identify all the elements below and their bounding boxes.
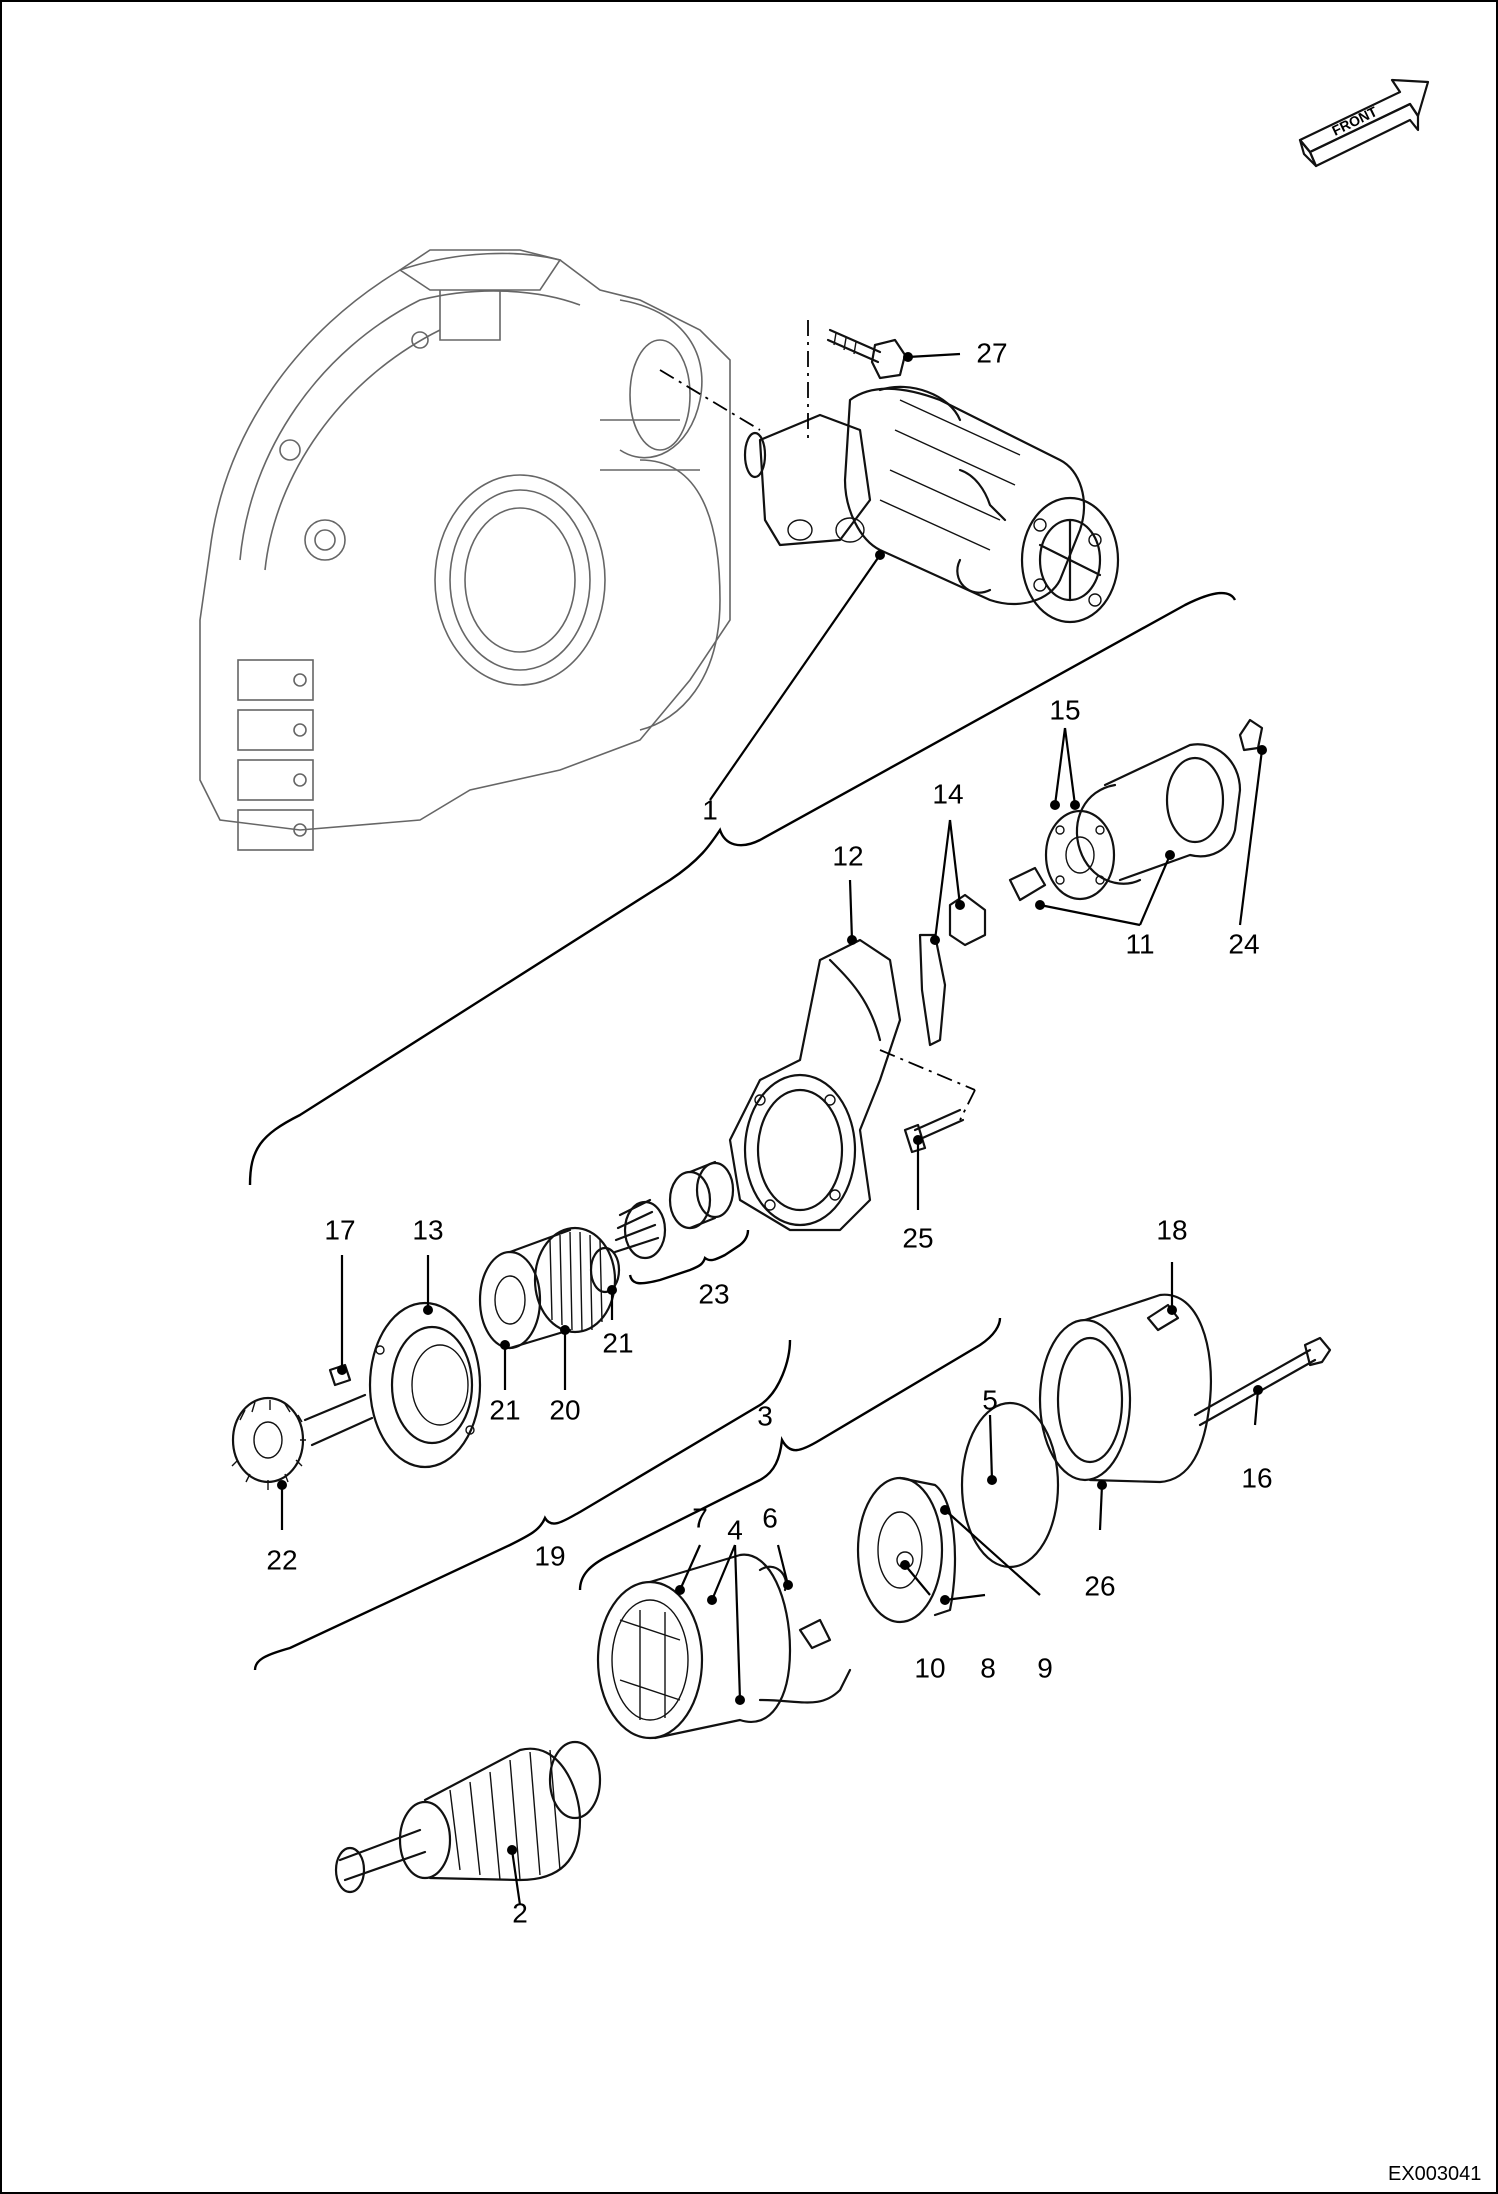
overrunning-clutch	[478, 1226, 621, 1350]
callout-24: 24	[1228, 928, 1259, 959]
callout-labels: 1 2 3 4 5 6 7 8 9 10 11 12 13 14 15 16 1…	[266, 337, 1272, 1928]
callout-21-right: 21	[602, 1327, 633, 1358]
figure-code: EX003041	[1388, 2163, 1481, 2185]
callout-12: 12	[832, 840, 863, 871]
callout-25: 25	[902, 1222, 933, 1253]
field-frame	[596, 1553, 852, 1740]
callout-10: 10	[914, 1652, 945, 1683]
leader-lines	[280, 352, 1264, 1906]
callout-8: 8	[980, 1652, 996, 1683]
callout-13: 13	[412, 1214, 443, 1245]
front-label: FRONT	[1329, 103, 1380, 139]
shift-lever	[918, 893, 987, 1047]
drive-housing	[728, 938, 902, 1232]
callout-5: 5	[982, 1384, 998, 1415]
screw-18	[1146, 1303, 1180, 1332]
brace-1	[248, 591, 1237, 1186]
front-direction-arrow: FRONT	[1298, 78, 1430, 168]
callout-19: 19	[534, 1540, 565, 1571]
brace-19	[253, 1339, 792, 1671]
pinion-shaft	[231, 1393, 374, 1490]
callout-20: 20	[549, 1394, 580, 1425]
grouping-braces	[248, 591, 1237, 1671]
brace-3	[578, 1317, 1002, 1591]
spring-and-collar	[613, 1160, 735, 1260]
cover-plate	[328, 1301, 482, 1469]
callout-3: 3	[757, 1400, 773, 1431]
callout-18: 18	[1156, 1214, 1187, 1245]
callout-26: 26	[1084, 1570, 1115, 1601]
brush-holder	[856, 1476, 957, 1624]
starter-motor-assembly	[743, 385, 1120, 624]
rear-housing	[960, 1293, 1212, 1569]
screw-25	[903, 1108, 965, 1154]
callout-16: 16	[1241, 1462, 1272, 1493]
callout-22: 22	[266, 1544, 297, 1575]
armature	[334, 1740, 602, 1894]
callout-23: 23	[698, 1278, 729, 1309]
callout-7: 7	[692, 1502, 708, 1533]
callout-1: 1	[702, 794, 718, 825]
mounting-axis-line	[659, 369, 761, 431]
callout-21-left: 21	[489, 1394, 520, 1425]
callout-17: 17	[324, 1214, 355, 1245]
callout-6: 6	[762, 1502, 778, 1533]
callout-4: 4	[727, 1514, 743, 1545]
housing-axis-line-a	[879, 1049, 976, 1091]
leader-dots	[277, 352, 1267, 1855]
bolt-27	[826, 328, 907, 380]
callout-2: 2	[512, 1897, 528, 1928]
callout-27: 27	[976, 337, 1007, 368]
callout-14: 14	[932, 778, 963, 809]
brace-23	[628, 1229, 750, 1285]
callout-15: 15	[1049, 694, 1080, 725]
housing-axis-line-b	[959, 1089, 976, 1121]
callout-11: 11	[1125, 928, 1154, 959]
through-bolt	[1193, 1336, 1332, 1427]
flywheel-housing	[199, 249, 731, 851]
solenoid-switch	[1008, 718, 1264, 902]
callout-9: 9	[1037, 1652, 1053, 1683]
